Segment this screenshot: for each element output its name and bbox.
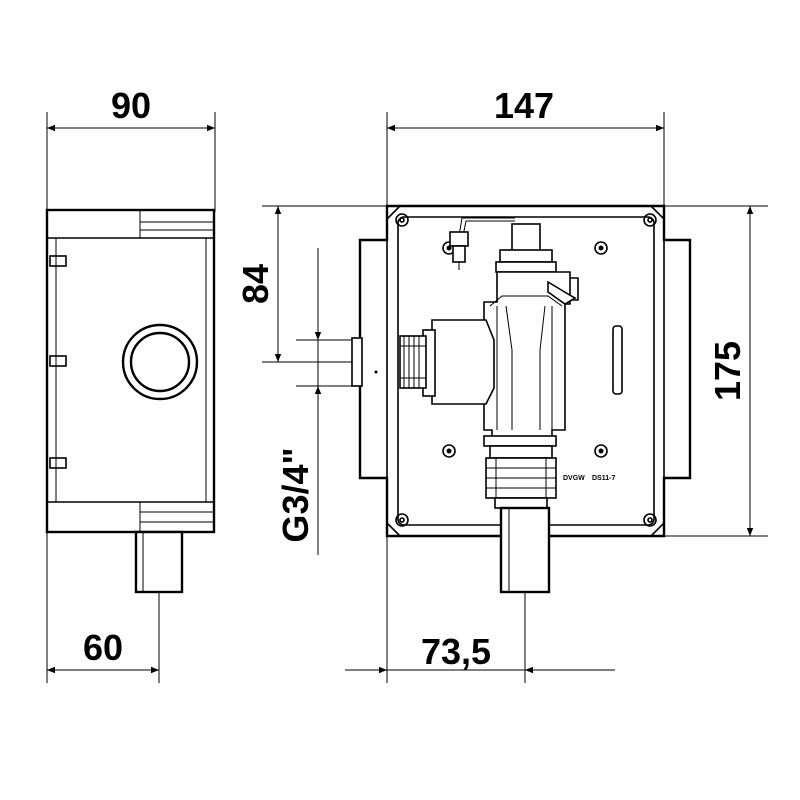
inlet-port-side [121, 323, 199, 401]
outlet-pipe-side [134, 530, 184, 594]
dim-height: 175 [707, 341, 748, 401]
side-view [45, 112, 216, 683]
plate-text-b: DS11-7 [592, 475, 615, 482]
dim-inlet-height: 84 [235, 264, 276, 304]
dim-thread: G3/4" [275, 447, 316, 542]
dim-outlet-offset-side: 60 [83, 627, 123, 668]
dim-outlet-offset-front: 73,5 [421, 631, 491, 672]
dim-front-width: 147 [494, 85, 554, 126]
dim-side-width: 90 [111, 85, 151, 126]
outlet-pipe-front [499, 506, 551, 594]
plate-text-a: DVGW [563, 475, 585, 482]
front-view [262, 112, 768, 683]
